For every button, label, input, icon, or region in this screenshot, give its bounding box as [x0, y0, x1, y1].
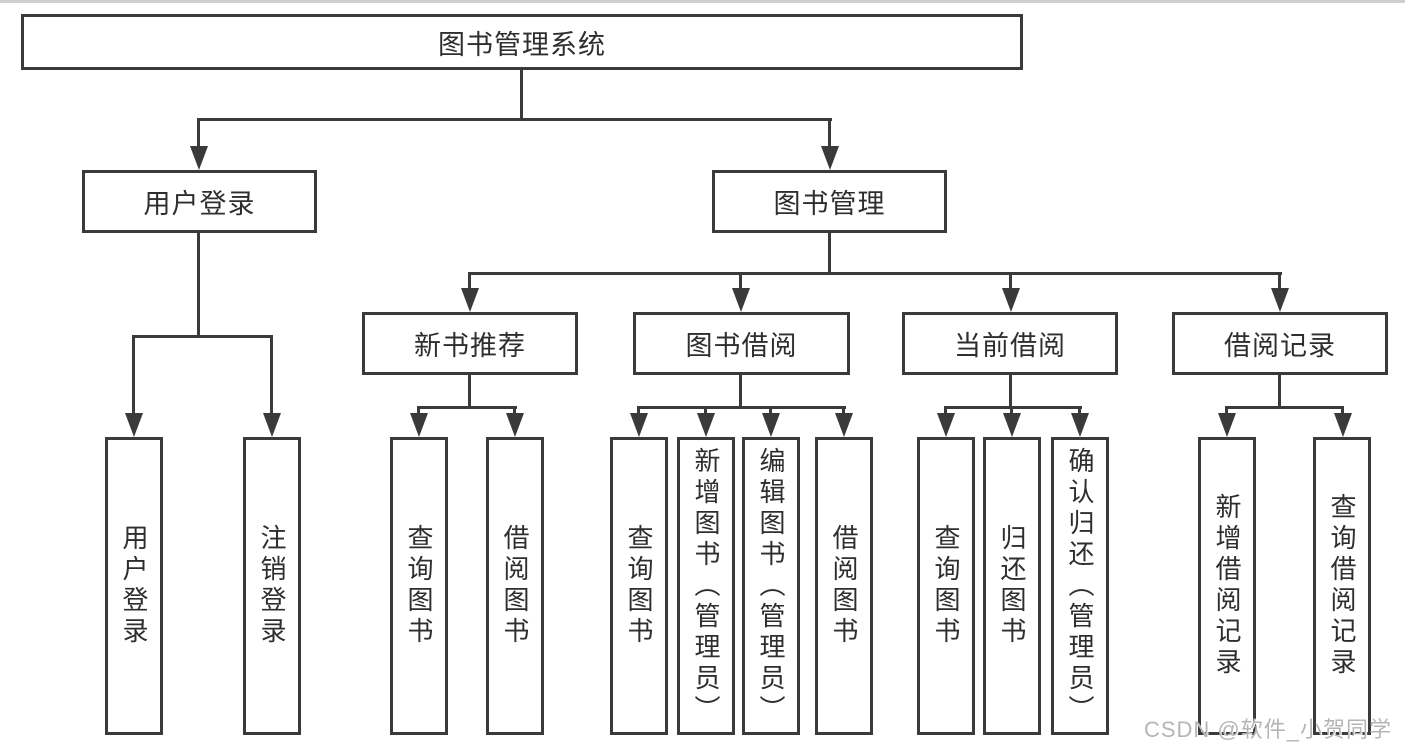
- arrow-down-icon: [506, 413, 524, 437]
- connector-line: [513, 406, 516, 416]
- connector-line: [739, 375, 742, 406]
- leaf-query-book-3: 查询图书: [917, 437, 975, 735]
- connector-line: [704, 406, 707, 416]
- connector-line: [520, 70, 523, 118]
- connector-line: [1010, 406, 1013, 416]
- arrow-down-icon: [263, 413, 281, 437]
- connector-line: [1078, 406, 1081, 416]
- connector-line: [944, 406, 1082, 409]
- connector-line: [637, 406, 640, 416]
- leaf-query-book-2: 查询图书: [610, 437, 668, 735]
- connector-line: [828, 118, 831, 148]
- connector-line: [417, 406, 420, 416]
- connector-line: [132, 335, 273, 338]
- arrow-down-icon: [190, 146, 208, 170]
- connector-line: [197, 118, 832, 121]
- arrow-down-icon: [410, 413, 428, 437]
- connector-line: [417, 406, 517, 409]
- screenshot-top-edge: [0, 0, 1405, 3]
- leaf-edit-book-admin: 编辑图书（管理员）: [742, 437, 800, 735]
- leaf-borrow-book-2: 借阅图书: [815, 437, 873, 735]
- leaf-return-book: 归还图书: [983, 437, 1041, 735]
- leaf-add-book-admin: 新增图书（管理员）: [677, 437, 735, 735]
- node-borrow-records: 借阅记录: [1172, 312, 1388, 375]
- leaf-add-borrow-record: 新增借阅记录: [1198, 437, 1256, 735]
- connector-line: [739, 272, 742, 290]
- arrow-down-icon: [461, 288, 479, 312]
- leaf-borrow-book-1: 借阅图书: [486, 437, 544, 735]
- csdn-watermark: CSDN @软件_小贺同学: [1143, 717, 1392, 742]
- arrow-down-icon: [1002, 288, 1020, 312]
- connector-line: [132, 335, 135, 415]
- arrow-down-icon: [1334, 413, 1352, 437]
- arrow-down-icon: [835, 413, 853, 437]
- connector-line: [1225, 406, 1344, 409]
- node-current-borrow: 当前借阅: [902, 312, 1118, 375]
- connector-line: [1341, 406, 1344, 416]
- node-library-system: 图书管理系统: [21, 14, 1023, 70]
- arrow-down-icon: [1218, 413, 1236, 437]
- arrow-down-icon: [1271, 288, 1289, 312]
- connector-line: [197, 118, 200, 148]
- node-user-login: 用户登录: [82, 170, 317, 233]
- connector-line: [842, 406, 845, 416]
- connector-line: [468, 375, 471, 406]
- leaf-query-borrow-record: 查询借阅记录: [1313, 437, 1371, 735]
- connector-line: [1278, 272, 1281, 290]
- connector-line: [637, 406, 846, 409]
- node-book-management: 图书管理: [712, 170, 947, 233]
- connector-line: [828, 233, 831, 272]
- connector-line: [944, 406, 947, 416]
- connector-line: [1278, 375, 1281, 406]
- connector-line: [468, 272, 471, 290]
- connector-line: [1009, 272, 1012, 290]
- arrow-down-icon: [762, 413, 780, 437]
- arrow-down-icon: [630, 413, 648, 437]
- node-new-book-recommend: 新书推荐: [362, 312, 578, 375]
- node-book-borrow: 图书借阅: [633, 312, 850, 375]
- arrow-down-icon: [732, 288, 750, 312]
- leaf-query-book-1: 查询图书: [390, 437, 448, 735]
- connector-line: [270, 335, 273, 415]
- connector-line: [769, 406, 772, 416]
- leaf-user-login: 用户登录: [105, 437, 163, 735]
- arrow-down-icon: [125, 413, 143, 437]
- connector-line: [1009, 375, 1012, 406]
- arrow-down-icon: [1003, 413, 1021, 437]
- arrow-down-icon: [821, 146, 839, 170]
- connector-line: [468, 272, 1282, 275]
- arrow-down-icon: [937, 413, 955, 437]
- connector-line: [1225, 406, 1228, 416]
- arrow-down-icon: [697, 413, 715, 437]
- leaf-confirm-return-admin: 确认归还（管理员）: [1051, 437, 1109, 735]
- leaf-logout: 注销登录: [243, 437, 301, 735]
- arrow-down-icon: [1071, 413, 1089, 437]
- connector-line: [197, 233, 200, 335]
